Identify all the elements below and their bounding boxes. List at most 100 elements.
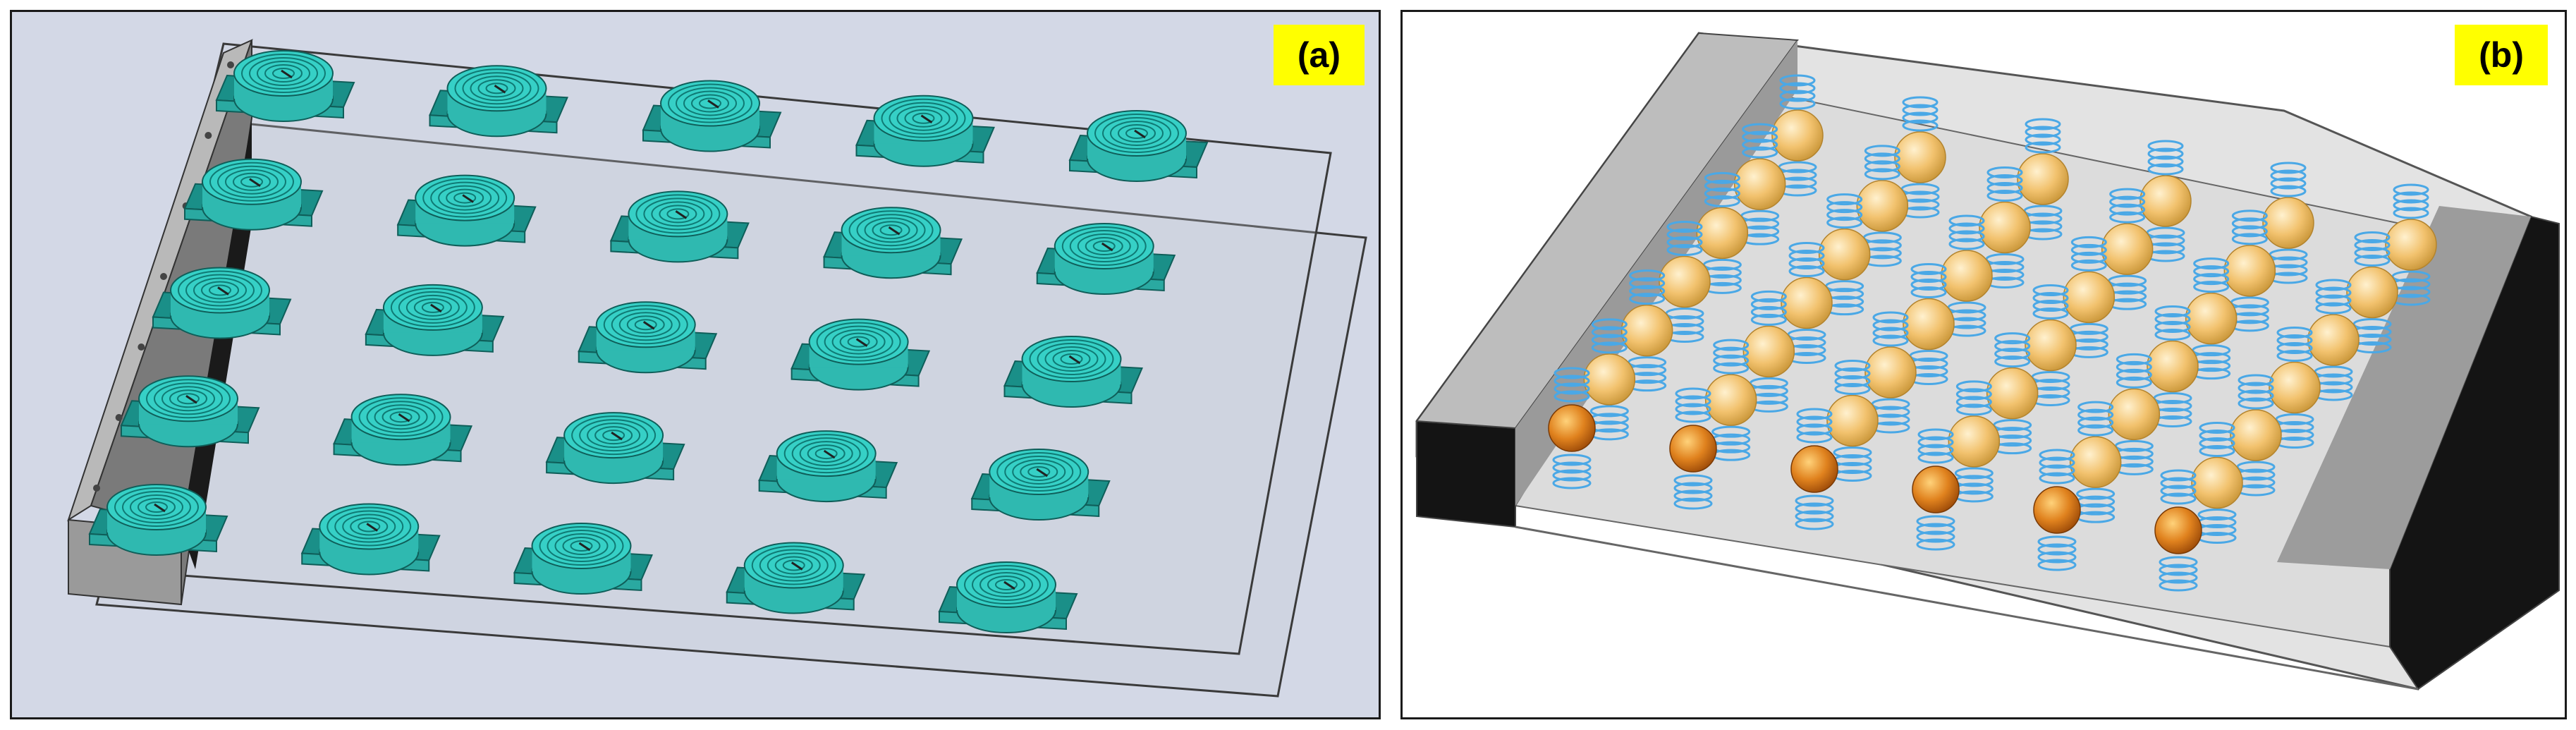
- spring-icon: [2354, 231, 2391, 267]
- sphere-icon: [1864, 346, 1917, 399]
- spring-icon: [1948, 214, 1985, 250]
- spring-icon: [1864, 145, 1900, 181]
- spiral-coil-icon: [545, 412, 685, 485]
- spring-icon: [2032, 284, 2069, 320]
- spiral-coil-icon: [152, 267, 292, 339]
- sphere-icon: [2185, 292, 2238, 345]
- sphere-icon: [2223, 245, 2276, 297]
- spiral-coil-icon: [1003, 336, 1143, 408]
- spiral-coil-icon: [88, 484, 228, 556]
- spring-icon: [2147, 140, 2184, 176]
- spring-icon: [1591, 318, 1628, 354]
- spring-icon: [2315, 279, 2352, 315]
- sphere-icon: [2017, 153, 2069, 205]
- bolt-icon: [138, 343, 145, 351]
- sphere-icon: [1826, 394, 1879, 447]
- sphere-icon: [1912, 466, 1960, 513]
- sphere-icon: [1548, 404, 1596, 452]
- spring-icon: [2037, 535, 2077, 571]
- spring-icon: [1704, 171, 1740, 207]
- spring-icon: [1742, 123, 1778, 159]
- sphere-icon: [1583, 353, 1636, 406]
- spiral-coil-icon: [726, 542, 866, 614]
- sphere-lattice: [1548, 74, 2437, 592]
- spring-icon: [1629, 269, 1666, 305]
- sphere-icon: [1704, 374, 1757, 426]
- spring-icon: [1910, 263, 1947, 298]
- sphere-icon: [2346, 266, 2398, 319]
- spiral-coil-icon: [333, 394, 473, 466]
- sphere-icon: [2025, 319, 2077, 372]
- sphere-icon: [1986, 367, 2039, 420]
- sphere-icon: [2307, 314, 2360, 366]
- sphere-icon: [1979, 201, 2031, 254]
- spiral-coil-icon: [1036, 223, 1176, 295]
- bolt-icon: [115, 414, 123, 421]
- spiral-coil-icon: [578, 301, 718, 374]
- sphere-icon: [1781, 276, 1833, 329]
- spring-icon: [1872, 311, 1909, 347]
- spring-icon: [1834, 360, 1871, 395]
- spiral-coil-icon: [855, 95, 995, 167]
- sphere-icon: [1903, 298, 1955, 351]
- spring-icon: [1553, 367, 1590, 403]
- sphere-icon: [1894, 131, 1946, 183]
- spiral-coil-icon: [215, 50, 355, 122]
- spring-icon: [1675, 387, 1711, 423]
- spring-icon: [1750, 290, 1787, 326]
- spring-icon: [2199, 422, 2235, 457]
- spiral-coil-icon: [513, 523, 653, 595]
- spiral-coil-icon: [758, 430, 898, 503]
- spring-icon: [2393, 183, 2429, 219]
- spring-icon: [2116, 353, 2152, 389]
- sphere-icon: [1941, 250, 1993, 302]
- spring-icon: [2159, 556, 2198, 592]
- panel-a: (a): [10, 10, 1381, 719]
- spiral-coil-icon: [970, 449, 1111, 521]
- spring-icon: [2109, 188, 2146, 224]
- bolt-icon: [227, 61, 234, 68]
- bolt-icon: [93, 485, 100, 492]
- spring-icon: [1713, 339, 1750, 375]
- sphere-icon: [2262, 197, 2314, 249]
- spiral-coil-icon: [300, 503, 441, 576]
- spring-icon: [1902, 96, 1939, 132]
- spring-icon: [1986, 166, 2023, 202]
- box-front-edge: [1515, 525, 2419, 691]
- spring-icon: [1796, 408, 1833, 444]
- spiral-coil-icon: [823, 207, 963, 279]
- sphere-icon: [2230, 409, 2282, 461]
- spiral-coil-icon: [365, 284, 505, 356]
- sphere-icon: [1742, 325, 1795, 378]
- spring-icon: [1788, 242, 1825, 277]
- spring-icon: [1916, 515, 1955, 551]
- spiral-coil-icon: [183, 158, 324, 231]
- sphere-icon: [1856, 180, 1909, 232]
- coil-array-diagram: [67, 39, 1367, 698]
- sphere-icon: [2191, 456, 2243, 509]
- spiral-coil-icon: [1068, 110, 1209, 182]
- rail-inner-face: [181, 118, 252, 569]
- sphere-icon: [1771, 109, 1824, 162]
- spring-icon: [1955, 380, 1992, 416]
- spring-icon: [1673, 474, 1713, 510]
- sphere-icon: [1696, 207, 1749, 260]
- panel-a-label: (a): [1273, 25, 1365, 85]
- sphere-icon: [2385, 219, 2437, 271]
- sphere-icon: [1620, 304, 1673, 357]
- sphere-icon: [1659, 255, 1711, 308]
- spring-icon: [1666, 221, 1703, 256]
- bolt-icon: [205, 132, 212, 139]
- spiral-coil-icon: [396, 174, 537, 247]
- spring-icon: [2025, 118, 2061, 154]
- sphere-icon: [1733, 158, 1786, 210]
- bolt-icon: [160, 273, 167, 280]
- sphere-icon: [1948, 415, 2001, 468]
- sphere-icon: [2069, 436, 2122, 488]
- sphere-spring-lattice-diagram: [1415, 32, 2560, 691]
- sphere-icon: [1790, 445, 1838, 493]
- spring-icon: [1917, 428, 1954, 464]
- box-left-wall: [1416, 420, 1516, 528]
- sphere-icon: [2063, 271, 2116, 324]
- coil-array: [88, 50, 1209, 633]
